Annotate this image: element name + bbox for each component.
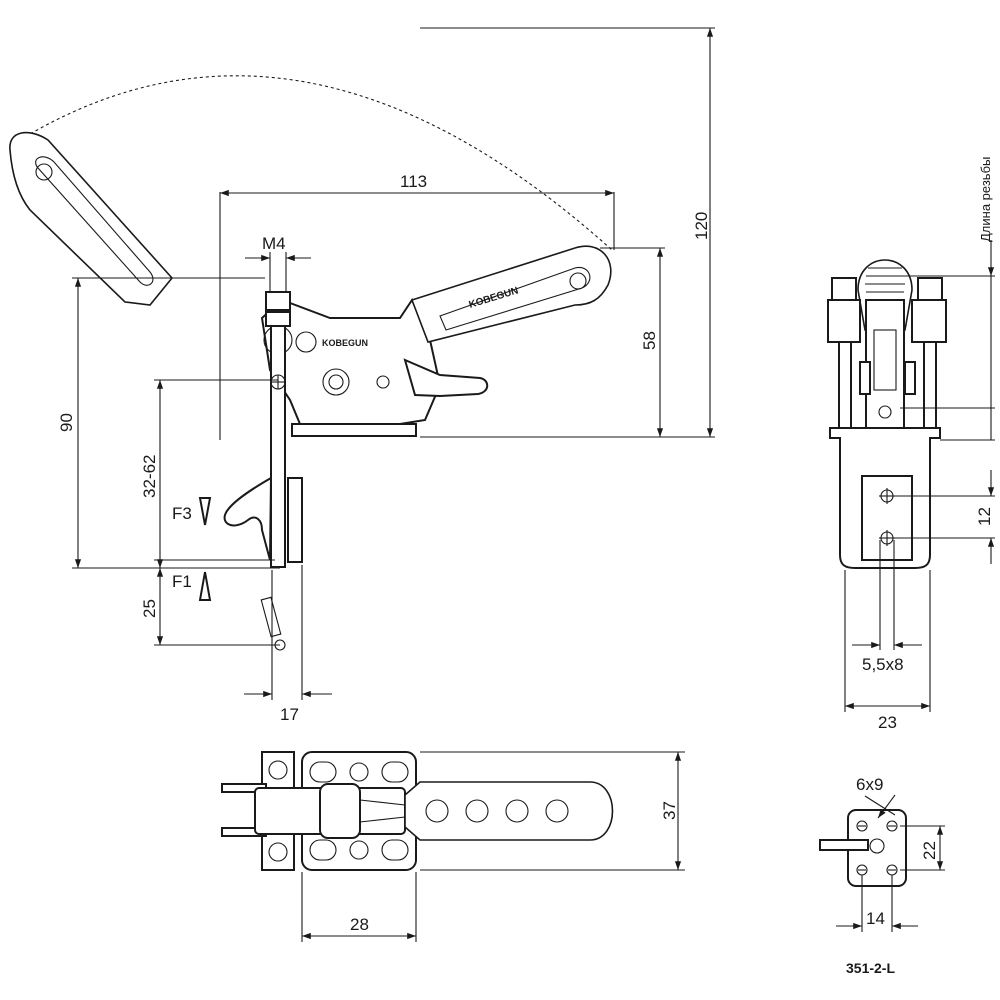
force-f3-label: F3 <box>172 504 192 523</box>
dim-22: 22 <box>920 841 939 860</box>
clamp-arm <box>403 358 489 398</box>
top-view: 37 28 <box>221 751 685 942</box>
spindle <box>270 291 286 568</box>
dim-23: 23 <box>878 713 897 732</box>
dim-6x9: 6x9 <box>856 775 883 794</box>
base-plate <box>291 423 417 437</box>
spindle-tip-ghost <box>260 596 286 651</box>
dim-14: 14 <box>866 909 885 928</box>
model-number: 351-2-L <box>846 960 895 976</box>
force-arrow-up <box>198 571 212 601</box>
top-handle <box>404 781 614 841</box>
front-view: Длина резьбы 12 5,5x8 23 <box>827 157 995 732</box>
dim-12: 12 <box>975 507 994 526</box>
dim-120: 120 <box>692 212 711 240</box>
raised-handle <box>9 131 174 306</box>
body-logo-text: KOBEGUN <box>322 338 368 348</box>
handle: KOBEGUN <box>410 245 612 343</box>
thread-length-label: Длина резьбы <box>978 157 993 242</box>
dim-90: 90 <box>57 413 76 432</box>
dim-58: 58 <box>640 331 659 350</box>
dim-28: 28 <box>350 915 369 934</box>
dim-37: 37 <box>660 801 679 820</box>
dim-25: 25 <box>140 599 159 618</box>
swing-arc <box>19 75 613 251</box>
dim-5-5x8: 5,5x8 <box>862 655 904 674</box>
mount-view: 6x9 22 14 <box>819 775 945 932</box>
side-view: KOBEGUN KOBEGUN F3 F1 113 <box>9 27 715 724</box>
force-f1-label: F1 <box>172 572 192 591</box>
force-arrow-down <box>198 497 212 526</box>
dim-m4: M4 <box>262 234 286 253</box>
dim-17: 17 <box>280 705 299 724</box>
dim-113: 113 <box>400 172 427 191</box>
spindle-nut <box>265 291 291 311</box>
dim-32-62: 32-62 <box>140 455 159 498</box>
hook <box>223 476 273 561</box>
